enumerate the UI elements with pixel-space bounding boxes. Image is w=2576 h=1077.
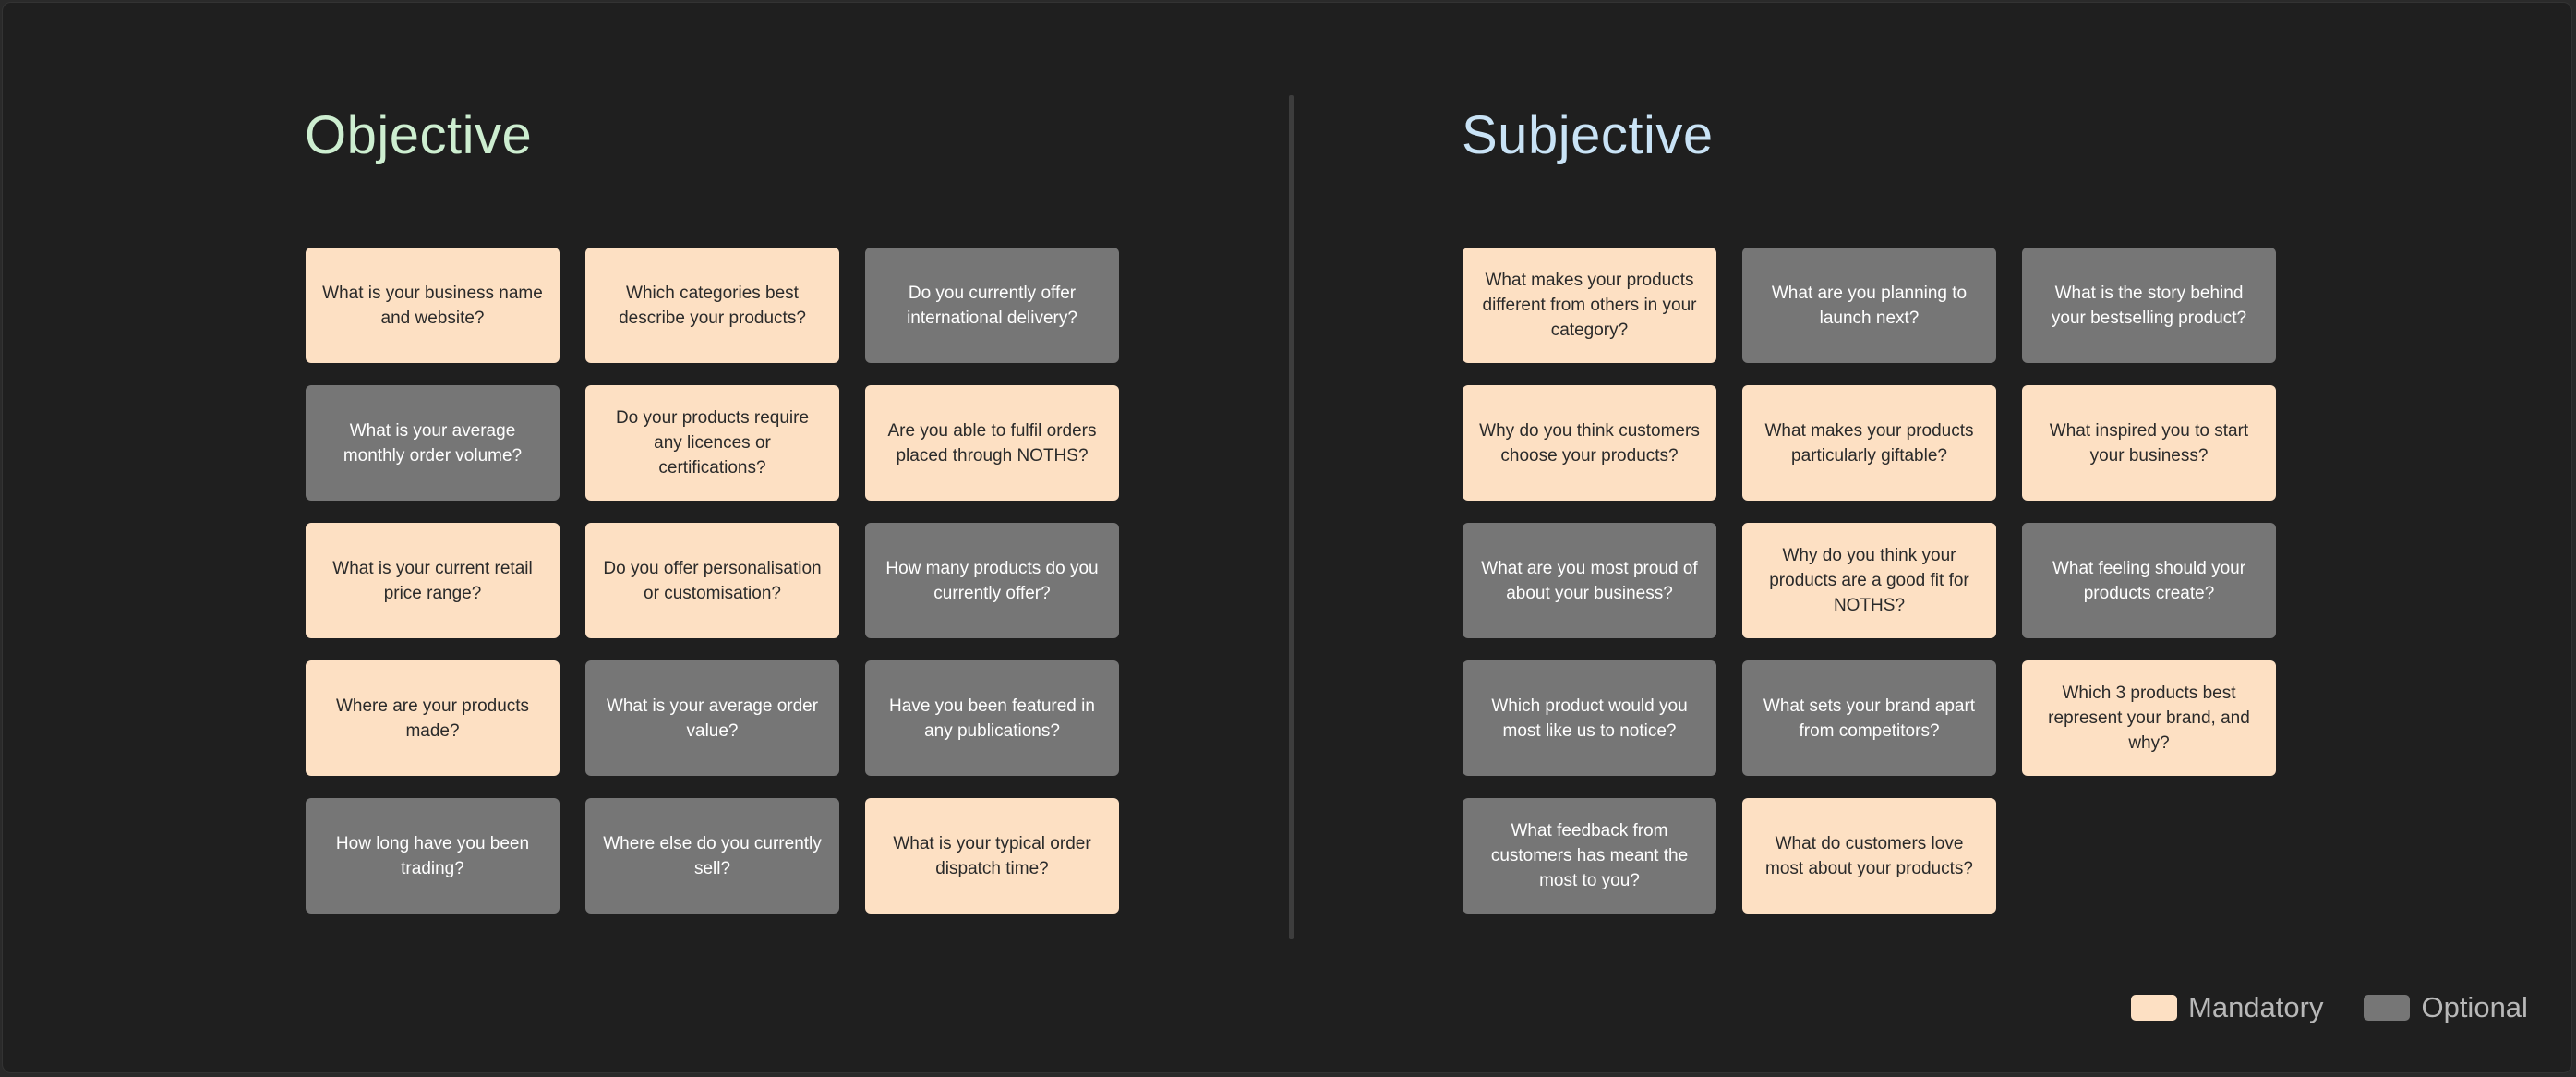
question-card[interactable]: Have you been featured in any publicatio…: [865, 660, 1119, 776]
question-card[interactable]: Which categories best describe your prod…: [585, 248, 839, 363]
legend: Mandatory Optional: [2131, 991, 2528, 1024]
question-card[interactable]: What is your business name and website?: [306, 248, 560, 363]
section-divider: [1289, 95, 1294, 939]
objective-card-grid: What is your business name and website?W…: [306, 248, 1119, 914]
legend-item-optional: Optional: [2364, 991, 2528, 1024]
question-card[interactable]: What feeling should your products create…: [2022, 523, 2276, 638]
question-card[interactable]: What are you planning to launch next?: [1742, 248, 1996, 363]
question-card[interactable]: Why do you think your products are a goo…: [1742, 523, 1996, 638]
legend-label-optional: Optional: [2421, 991, 2528, 1023]
question-card[interactable]: Do you offer personalisation or customis…: [585, 523, 839, 638]
subjective-title: Subjective: [1462, 105, 1714, 165]
question-card[interactable]: What feedback from customers has meant t…: [1463, 798, 1716, 914]
legend-item-mandatory: Mandatory: [2131, 991, 2323, 1024]
question-card[interactable]: Where are your products made?: [306, 660, 560, 776]
legend-label-mandatory: Mandatory: [2188, 991, 2324, 1023]
question-card[interactable]: What is your average monthly order volum…: [306, 385, 560, 501]
question-card[interactable]: What are you most proud of about your bu…: [1463, 523, 1716, 638]
mandatory-swatch: [2131, 995, 2177, 1021]
question-card[interactable]: Do you currently offer international del…: [865, 248, 1119, 363]
question-card[interactable]: Which product would you most like us to …: [1463, 660, 1716, 776]
question-card[interactable]: What makes your products particularly gi…: [1742, 385, 1996, 501]
question-card[interactable]: What do customers love most about your p…: [1742, 798, 1996, 914]
question-card[interactable]: How many products do you currently offer…: [865, 523, 1119, 638]
question-card[interactable]: What inspired you to start your business…: [2022, 385, 2276, 501]
subjective-card-grid: What makes your products different from …: [1463, 248, 2276, 914]
question-card[interactable]: Which 3 products best represent your bra…: [2022, 660, 2276, 776]
question-card[interactable]: How long have you been trading?: [306, 798, 560, 914]
optional-swatch: [2364, 995, 2411, 1021]
question-card[interactable]: What is your average order value?: [585, 660, 839, 776]
objective-title: Objective: [305, 105, 533, 165]
question-card[interactable]: Where else do you currently sell?: [585, 798, 839, 914]
question-card[interactable]: What makes your products different from …: [1463, 248, 1716, 363]
question-card[interactable]: What is your current retail price range?: [306, 523, 560, 638]
question-card[interactable]: Why do you think customers choose your p…: [1463, 385, 1716, 501]
question-card[interactable]: What is the story behind your bestsellin…: [2022, 248, 2276, 363]
question-card[interactable]: What sets your brand apart from competit…: [1742, 660, 1996, 776]
question-card[interactable]: What is your typical order dispatch time…: [865, 798, 1119, 914]
question-card[interactable]: Do your products require any licences or…: [585, 385, 839, 501]
question-card[interactable]: Are you able to fulfil orders placed thr…: [865, 385, 1119, 501]
